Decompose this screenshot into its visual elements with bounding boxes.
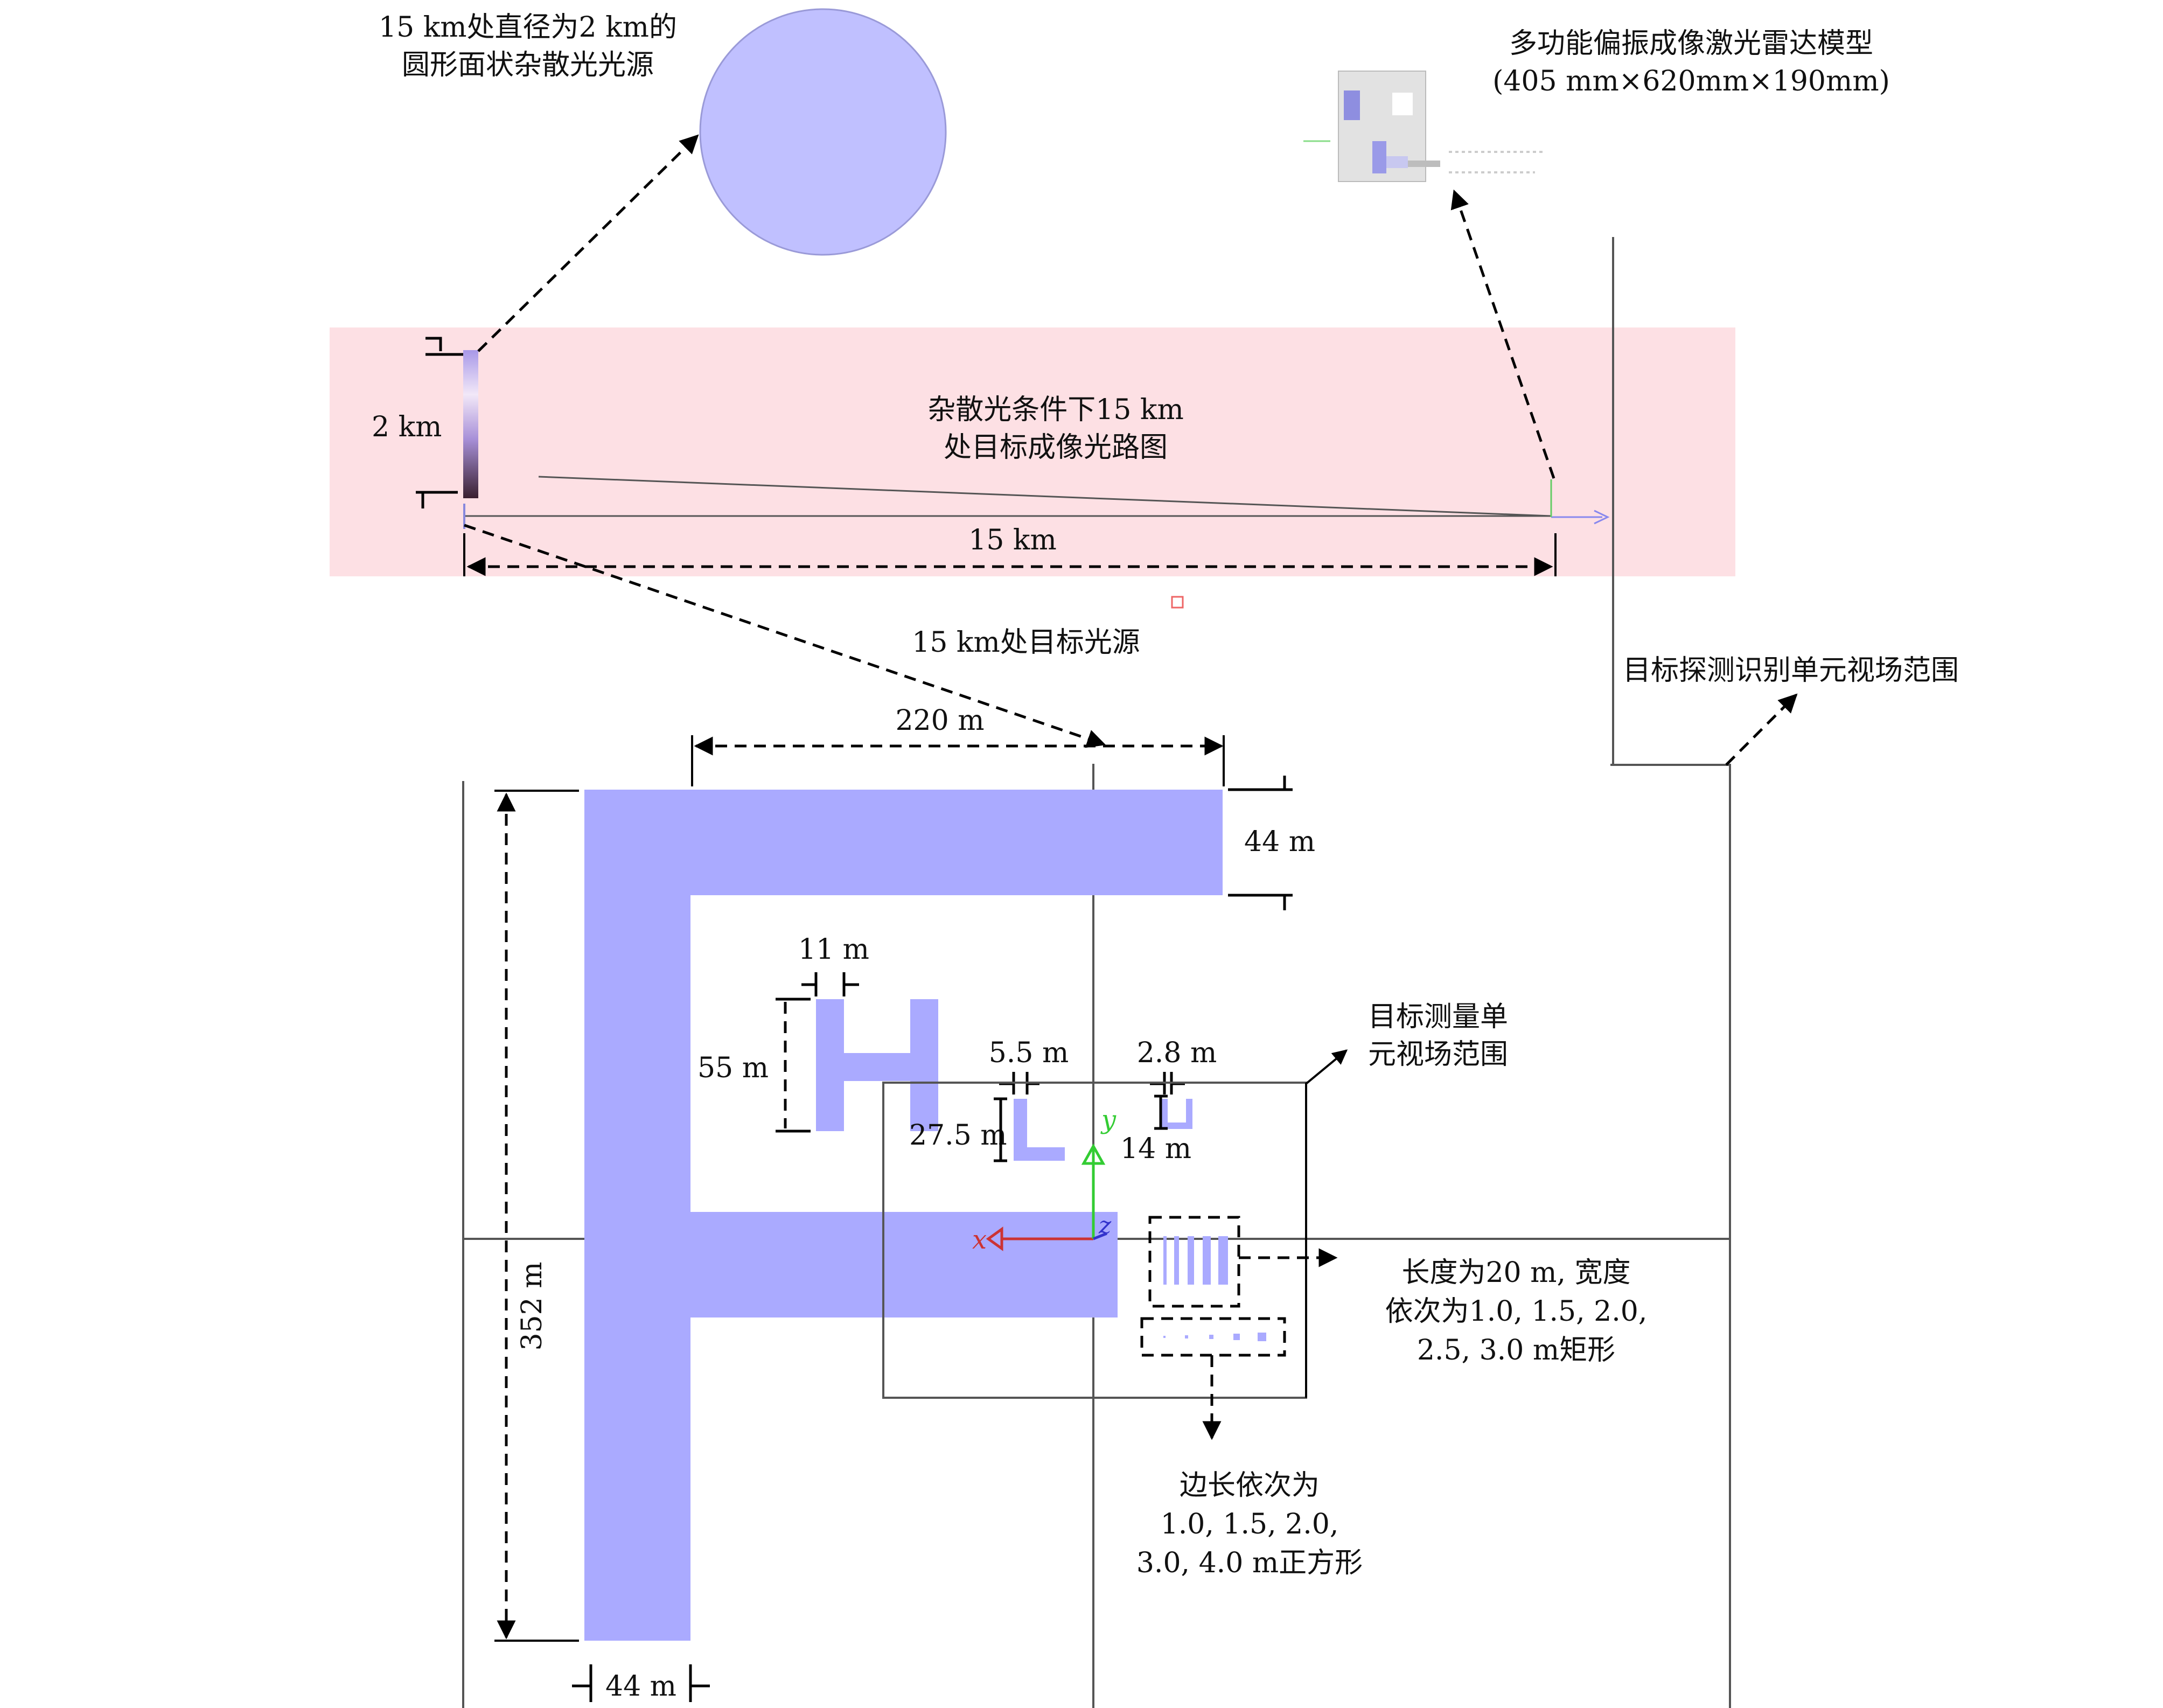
optical-path-label-line2: 处目标成像光路图 — [944, 431, 1168, 464]
lidar-model-render — [1303, 71, 1546, 182]
rectangles-note-line1: 长度为20 m, 宽度 — [1401, 1257, 1630, 1289]
dim-2km-label: 2 km — [372, 411, 442, 443]
dim-55m-ticks — [776, 998, 811, 1133]
dim-2km-bottom-tick — [416, 491, 458, 508]
detect-fov-frame — [462, 764, 1731, 1708]
dim-2-8m-label: 2.8 m — [1137, 1037, 1217, 1069]
detect-fov-label: 目标探测识别单元视场范围 — [1623, 654, 1959, 687]
marker-square — [1171, 596, 1184, 609]
dim-44m-bottom-tick — [1228, 894, 1293, 910]
dim-44m-bottom-ticks — [572, 1664, 710, 1702]
dim-11m-label: 11 m — [798, 933, 869, 966]
dim-2km-top-tick — [425, 337, 463, 356]
measure-fov-label-line1: 目标测量单 — [1368, 1001, 1508, 1033]
lidar-model-label-line2: (405 mm×620mm×190mm) — [1492, 65, 1890, 97]
dim-44m-top-tick — [1228, 776, 1293, 791]
rectangle-bars — [1163, 1236, 1228, 1285]
leader-detect-fov — [1725, 693, 1798, 766]
dim-11m-ticks — [801, 972, 859, 996]
leader-lidar-model — [1450, 189, 1555, 479]
coordinate-axes — [986, 1143, 1107, 1251]
dim-27-5m-label: 27.5 m — [909, 1119, 1007, 1152]
dim-44m-bottom-label: 44 m — [605, 1670, 676, 1703]
axis-x-label: x — [972, 1225, 987, 1255]
target-L — [1014, 1099, 1065, 1161]
squares-box — [1140, 1317, 1286, 1357]
measure-fov-label-line2: 元视场范围 — [1368, 1038, 1508, 1071]
target-U — [1161, 1099, 1192, 1129]
stray-ray — [538, 476, 1552, 517]
rectangles-note-line3: 2.5, 3.0 m矩形 — [1417, 1334, 1615, 1367]
dim-5-5m-label: 5.5 m — [989, 1037, 1069, 1069]
stray-light-disk — [699, 8, 947, 256]
stray-light-bar — [463, 350, 478, 498]
dim-44m-top-label: 44 m — [1244, 826, 1315, 858]
squares-note-line1: 边长依次为 — [1180, 1469, 1320, 1502]
dim-55m-label: 55 m — [697, 1052, 769, 1084]
rectangles-box — [1148, 1216, 1240, 1308]
dim-14m-ticks — [1154, 1094, 1168, 1130]
axis-z-label: z — [1098, 1212, 1112, 1239]
dim-15km-label: 15 km — [968, 524, 1057, 556]
axis-y-label: y — [1100, 1105, 1117, 1135]
optical-path-label-line1: 杂散光条件下15 km — [927, 394, 1184, 426]
leader-target-source — [464, 524, 1106, 748]
target-source-label: 15 km处目标光源 — [912, 626, 1140, 659]
rectangles-note-line2: 依次为1.0, 1.5, 2.0, — [1385, 1295, 1648, 1328]
lidar-model-label-line1: 多功能偏振成像激光雷达模型 — [1509, 27, 1873, 60]
stray-source-label-line1: 15 km处直径为2 km的 — [379, 11, 677, 44]
leader-measure-fov — [1305, 1049, 1348, 1085]
target-F — [584, 790, 1223, 1641]
dim-27-5m-ticks — [994, 1097, 1007, 1162]
dim-14m-label: 14 m — [1120, 1133, 1191, 1165]
dim-220m-label: 220 m — [895, 705, 984, 737]
leader-stray-disk — [477, 134, 699, 352]
squares-note-line3: 3.0, 4.0 m正方形 — [1136, 1547, 1363, 1579]
optical-path-band — [330, 327, 1735, 576]
dim-352m-label: 352 m — [516, 1261, 548, 1350]
square-targets — [1163, 1333, 1266, 1341]
squares-note-line2: 1.0, 1.5, 2.0, — [1161, 1508, 1339, 1540]
target-H — [816, 999, 938, 1131]
lidar-axis-glyph — [1550, 479, 1610, 525]
stray-source-label-line2: 圆形面状杂散光光源 — [402, 49, 654, 81]
